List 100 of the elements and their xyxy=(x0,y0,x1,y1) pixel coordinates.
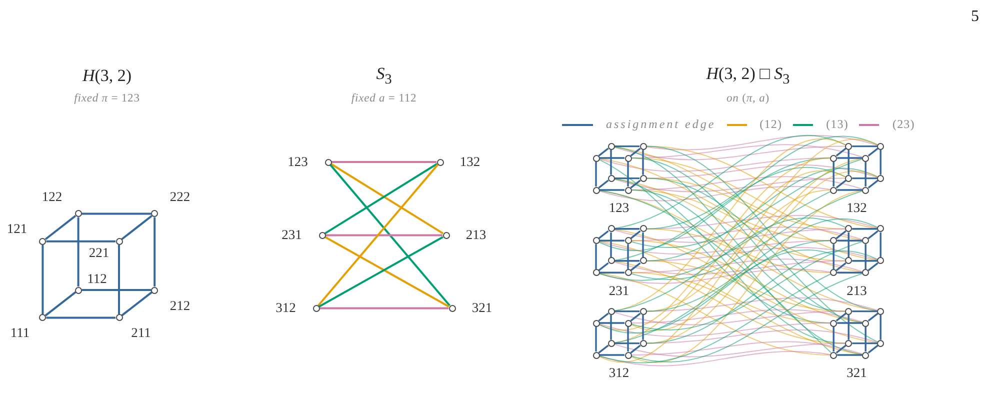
graph-edge xyxy=(598,180,609,189)
graph-edge xyxy=(848,232,850,258)
vertex-circle xyxy=(830,154,838,162)
graph-edge xyxy=(318,164,438,306)
graph-edge xyxy=(837,354,862,356)
vertex-circle xyxy=(624,352,632,358)
graph-edge xyxy=(631,341,863,356)
vertex-circle xyxy=(608,225,614,232)
vertex-circle xyxy=(624,237,632,244)
vertex-circle xyxy=(845,257,852,264)
vertex-label: 221 xyxy=(88,245,110,261)
graph-edge xyxy=(44,291,76,316)
graph-edge xyxy=(121,215,152,240)
cube-label: 321 xyxy=(846,365,867,381)
panel-title: H(3, 2) xyxy=(82,66,132,86)
graph-edge xyxy=(598,344,609,354)
graph-edge xyxy=(836,312,846,322)
graph-edge xyxy=(326,234,442,236)
vertex-circle xyxy=(877,225,884,232)
graph-edge xyxy=(118,244,120,314)
cube-label: 123 xyxy=(608,200,630,216)
graph-edge xyxy=(642,150,644,175)
vertex-circle xyxy=(624,186,632,194)
graph-edge xyxy=(82,289,152,291)
graph-edge xyxy=(880,314,882,340)
graph-edge xyxy=(614,145,640,148)
graph-edge xyxy=(330,164,450,306)
graph-edge xyxy=(868,344,878,354)
graph-edge xyxy=(864,326,866,352)
vertex-circle xyxy=(862,154,870,162)
vertex-circle xyxy=(640,340,646,347)
vertex-label: 231 xyxy=(282,228,302,244)
vertex-circle xyxy=(592,320,600,326)
graph-edge xyxy=(82,212,152,215)
vertex-circle xyxy=(640,308,646,315)
graph-edge xyxy=(627,244,629,270)
page-number: 5 xyxy=(971,8,979,26)
panel-title: H(3, 2) □ S$_{3}$ xyxy=(706,64,790,88)
vertex-circle xyxy=(830,320,838,326)
vertex-circle xyxy=(845,174,852,182)
vertex-label: 122 xyxy=(42,189,62,205)
graph-edge xyxy=(600,354,624,356)
vertex-circle xyxy=(74,286,82,294)
graph-edge xyxy=(852,260,878,262)
vertex-circle xyxy=(640,257,646,264)
graph-edge xyxy=(630,230,641,240)
graph-edge xyxy=(852,145,878,148)
graph-edge xyxy=(614,146,846,160)
vertex-circle xyxy=(845,340,852,347)
graph-edge xyxy=(646,329,878,344)
vertex-label: 111 xyxy=(10,325,30,341)
vertex-circle xyxy=(608,340,614,347)
cube-label: 231 xyxy=(608,282,630,298)
vertex-label: 213 xyxy=(466,228,486,244)
vertex-circle xyxy=(608,308,614,315)
graph-edge xyxy=(836,344,846,354)
vertex-circle xyxy=(624,154,632,162)
vertex-circle xyxy=(312,304,320,312)
graph-edge xyxy=(614,228,846,243)
vertex-circle xyxy=(862,237,870,244)
vertex-circle xyxy=(640,174,646,182)
panel-subtitle: fixed a = 112 xyxy=(351,92,417,106)
vertex-circle xyxy=(862,320,870,326)
graph-edge xyxy=(627,162,629,186)
graph-edge xyxy=(630,148,641,157)
graph-edge xyxy=(614,342,846,358)
vertex-circle xyxy=(624,269,632,276)
legend-label: assignment edge xyxy=(606,118,716,132)
graph-edge xyxy=(852,342,878,344)
graph-edge xyxy=(836,148,846,157)
graph-edge xyxy=(848,314,850,340)
graph-edge xyxy=(595,326,597,352)
graph-edge xyxy=(614,310,846,326)
graph-edge xyxy=(864,162,866,186)
vertex-circle xyxy=(592,269,600,276)
graph-edge xyxy=(600,189,624,191)
vertex-circle xyxy=(845,225,852,232)
graph-edge xyxy=(627,326,629,352)
vertex-circle xyxy=(116,238,122,245)
graph-edge xyxy=(614,260,640,262)
graph-edge xyxy=(600,240,624,242)
vertex-label: 211 xyxy=(131,325,151,341)
graph-edge xyxy=(832,326,834,352)
graph-edge xyxy=(837,157,862,159)
graph-edge xyxy=(610,150,612,175)
graph-edge xyxy=(77,217,80,286)
graph-edge xyxy=(46,240,116,242)
panel-subtitle: on (π, a) xyxy=(726,92,770,106)
vertex-label: 121 xyxy=(6,221,28,237)
vertex-circle xyxy=(624,320,632,326)
graph-edge xyxy=(42,244,44,314)
graph-edge xyxy=(630,262,641,272)
graph-edge xyxy=(320,307,448,310)
vertex-circle xyxy=(830,186,838,194)
cube-label: 132 xyxy=(846,200,867,216)
graph-edge xyxy=(852,228,878,230)
graph-edge xyxy=(121,291,152,316)
graph-edge xyxy=(868,230,878,240)
vertex-circle xyxy=(608,174,614,182)
panel-title: S$_{3}$ xyxy=(376,64,392,88)
